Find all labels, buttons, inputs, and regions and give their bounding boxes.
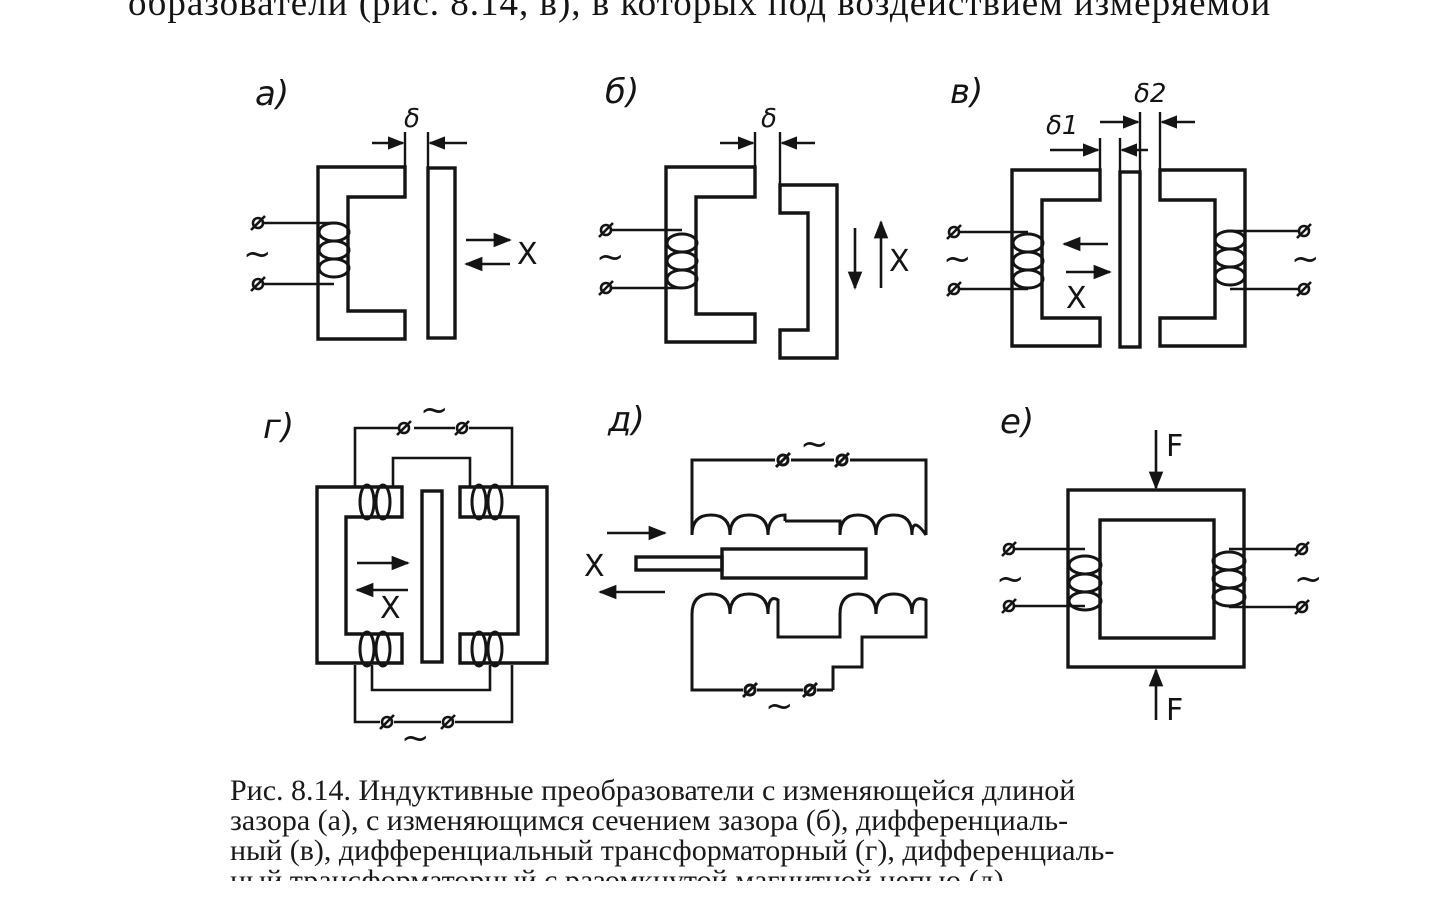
leads-a: [250, 215, 334, 292]
secondary-winding-d: [690, 592, 928, 699]
motion-arrows-g: [355, 555, 410, 598]
coil-a: [317, 221, 351, 279]
caption-line-3: ный (в), дифференциальный трансформаторн…: [230, 834, 1115, 867]
label-panel-g: г): [263, 407, 294, 447]
coil-v-left: [1011, 232, 1045, 290]
windings-g: [353, 420, 514, 730]
motion-arrows-b: [847, 220, 889, 290]
armature-v: [1118, 170, 1142, 349]
label-source-a: ~: [243, 234, 272, 274]
motion-arrows-d: [598, 525, 667, 600]
rod-d: [634, 555, 724, 572]
core-g-right: [458, 485, 549, 665]
caption-line-4: ный трансформаторный с разомкнутой магни…: [230, 866, 1350, 881]
leads-v: [946, 223, 1312, 297]
core-e-inner: [1098, 518, 1216, 640]
coil-b: [665, 232, 699, 290]
coil-v-right: [1213, 229, 1247, 287]
coil-e-right: [1211, 550, 1247, 608]
armature-g: [420, 489, 444, 664]
label-source-v-right: ~: [1291, 239, 1320, 279]
label-source-d-top: ~: [800, 424, 829, 464]
label-source-d-bottom: ~: [765, 686, 794, 726]
figure-labels: а) δ ~ X б) δ ~ X в) δ1 δ2 ~ ~ X г) ~ ~ …: [243, 72, 1323, 758]
panel-g: [315, 420, 549, 730]
core-v-left: [1010, 168, 1102, 348]
label-panel-v: в): [950, 72, 983, 112]
coil-e-left: [1067, 554, 1103, 612]
leads-b: [598, 222, 682, 296]
label-force-e-bottom: F: [1166, 693, 1183, 728]
core-v-right: [1158, 168, 1247, 348]
label-source-e-left: ~: [996, 559, 1025, 599]
panel-e: [1001, 430, 1310, 720]
figure-caption: Рис. 8.14. Индуктивные преобразователи с…: [230, 774, 1350, 882]
armature-d: [720, 547, 868, 580]
panel-v: [946, 112, 1312, 349]
label-panel-e: е): [1000, 402, 1034, 442]
primary-winding-d: [690, 451, 928, 536]
gap-dimensions-v: [1050, 112, 1195, 172]
panel-b: [598, 132, 889, 360]
label-source-g-bottom: ~: [401, 718, 430, 758]
label-gap1-v: δ1: [1046, 111, 1078, 141]
label-gap-a: δ: [404, 104, 420, 134]
label-source-e-right: ~: [1294, 559, 1323, 599]
armature-a: [426, 166, 457, 340]
label-source-v-left: ~: [943, 239, 972, 279]
caption-line-2: зазора (а), с изменяющимся сечением зазо…: [230, 804, 1069, 837]
label-source-b: ~: [596, 237, 625, 277]
armature-b: [778, 183, 839, 360]
motion-arrows-a: [464, 232, 512, 272]
label-source-g-top: ~: [420, 390, 449, 430]
label-panel-d: д): [607, 400, 645, 440]
label-gap-b: δ: [761, 104, 777, 134]
core-e-outer: [1066, 488, 1246, 669]
panel-a: [250, 132, 512, 341]
label-x-b: X: [889, 244, 910, 279]
label-panel-a: а): [255, 74, 289, 114]
core-b: [664, 165, 757, 344]
label-x-a: X: [517, 237, 538, 272]
core-g-left: [315, 485, 404, 665]
label-x-g: X: [380, 591, 401, 626]
label-x-v: X: [1066, 281, 1087, 316]
gap-dimension-a: [372, 132, 467, 167]
core-a: [316, 165, 407, 341]
label-x-d: X: [584, 549, 605, 584]
coils-g: [358, 483, 504, 668]
label-force-e-top: F: [1166, 429, 1183, 464]
motion-arrows-v: [1062, 236, 1112, 280]
panel-d: [598, 451, 928, 699]
label-gap2-v: δ2: [1134, 79, 1166, 109]
label-panel-b: б): [605, 72, 639, 112]
text-top-line: образователи (рис. 8.14, в), в которых п…: [128, 0, 1272, 24]
leads-e: [1001, 541, 1310, 615]
caption-line-1: Рис. 8.14. Индуктивные преобразователи с…: [230, 774, 1076, 807]
gap-dimension-b: [720, 132, 815, 185]
